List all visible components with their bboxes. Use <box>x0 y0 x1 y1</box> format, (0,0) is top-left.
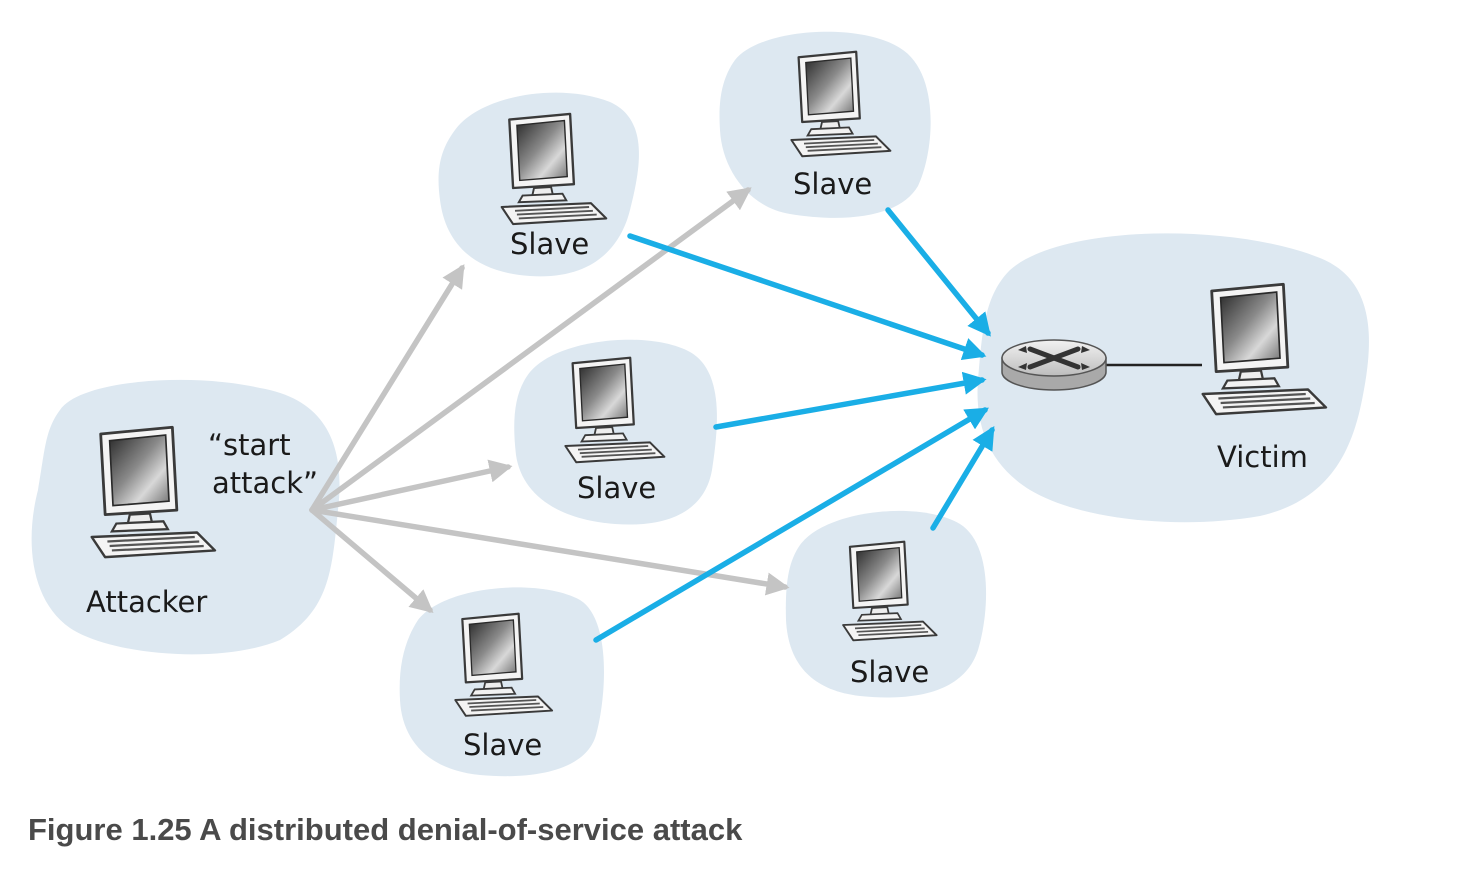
attack-arrow-bottom-right <box>930 426 995 531</box>
victim-label: Victim <box>1217 440 1308 474</box>
attacker-label: Attacker <box>86 585 207 619</box>
router-icon <box>1001 339 1107 391</box>
slave-middle-label: Slave <box>577 471 656 505</box>
attack-arrow-middle <box>713 371 987 430</box>
command-arrow-bottom-left <box>309 507 434 613</box>
start-attack-line-2: attack” <box>212 466 318 500</box>
command-arrow-top-left <box>309 264 465 513</box>
attack-arrow-top-left <box>627 233 987 361</box>
command-arrow-middle <box>309 459 513 513</box>
ddos-diagram: Attacker “start attack” Slave Slave Slav… <box>31 31 1369 777</box>
command-arrow-bottom-right <box>309 507 790 596</box>
attack-arrows <box>593 207 995 643</box>
command-arrow-top-right <box>309 187 752 513</box>
slave-middle-cloud <box>514 339 717 525</box>
slave-bottom-left-label: Slave <box>463 728 542 762</box>
attack-arrow-bottom-left <box>593 407 989 643</box>
attack-arrow-top-right <box>885 207 991 337</box>
figure-caption: Figure 1.25 A distributed denial-of-serv… <box>28 812 743 847</box>
start-attack-line-1: “start <box>208 428 291 462</box>
slave-top-left-label: Slave <box>510 227 589 261</box>
slave-bottom-right-label: Slave <box>850 655 929 689</box>
slave-top-right-label: Slave <box>793 167 872 201</box>
